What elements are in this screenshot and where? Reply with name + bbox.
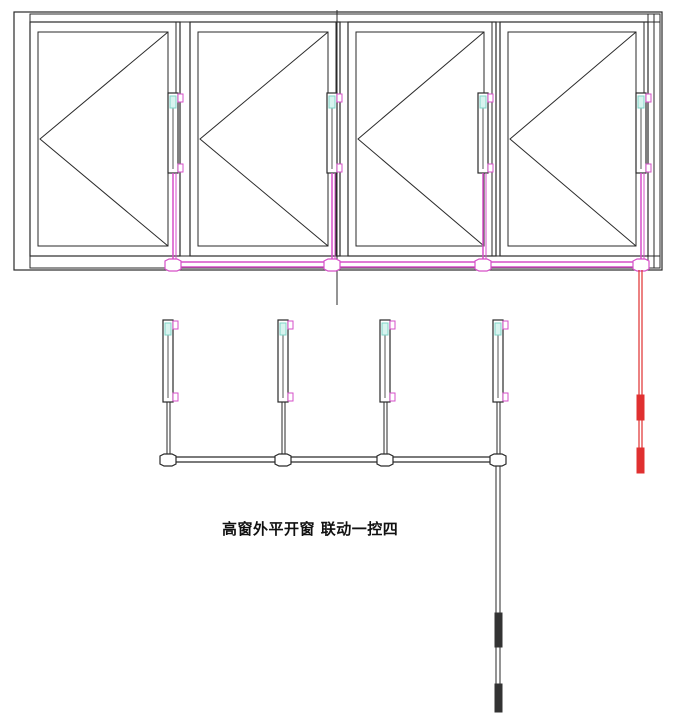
- actuator-head: [164, 322, 172, 336]
- sash-glass: [507, 31, 637, 247]
- window-sashes: [29, 21, 649, 257]
- sash-outer: [29, 21, 181, 257]
- actuator-bracket-top: [487, 93, 494, 103]
- actuator-bracket-top: [177, 93, 184, 103]
- actuator-bracket-bottom: [645, 163, 652, 173]
- manual-control-rod: [636, 270, 645, 474]
- detail-control-handle: [494, 683, 503, 713]
- rod-connector: [164, 258, 182, 272]
- actuator-head: [381, 322, 389, 336]
- actuator-bracket-top: [645, 93, 652, 103]
- control-handle: [636, 447, 645, 474]
- sash-glass: [355, 31, 485, 247]
- rod-connector: [376, 453, 394, 467]
- actuator-bracket-bottom: [502, 392, 509, 402]
- rod-connector: [323, 258, 341, 272]
- rod-connector: [474, 258, 492, 272]
- opening-direction-mark: [509, 31, 637, 247]
- sash-glass: [197, 31, 329, 247]
- frame-inner: [29, 13, 661, 269]
- actuator-bracket-top: [336, 93, 343, 103]
- opening-direction-mark: [357, 31, 485, 247]
- rod-connector: [489, 453, 507, 467]
- actuator-head: [637, 95, 645, 109]
- actuator-head: [494, 322, 502, 336]
- sash-outer: [347, 21, 497, 257]
- actuator-head: [169, 95, 177, 109]
- actuator-bracket-top: [389, 320, 396, 330]
- actuator-bracket-top: [287, 320, 294, 330]
- actuator-bracket-top: [502, 320, 509, 330]
- opening-direction-mark: [39, 31, 169, 247]
- control-rod-grip: [636, 394, 645, 421]
- actuator-bracket-top: [172, 320, 179, 330]
- actuator-head: [328, 95, 336, 109]
- actuator-bracket-bottom: [172, 392, 179, 402]
- actuator-bracket-bottom: [389, 392, 396, 402]
- actuator-head: [279, 322, 287, 336]
- linkage-detail: [159, 319, 509, 713]
- sash-outer: [189, 21, 341, 257]
- diagram-caption: 高窗外平开窗 联动一控四: [222, 520, 399, 538]
- sash-outer: [499, 21, 649, 257]
- actuator-bracket-bottom: [287, 392, 294, 402]
- actuator-bracket-bottom: [487, 163, 494, 173]
- rod-connector: [159, 453, 177, 467]
- frame-outer: [13, 11, 663, 271]
- actuator-head: [479, 95, 487, 109]
- rod-connector: [632, 258, 650, 272]
- installed-linkage: [164, 92, 652, 272]
- actuator-bracket-bottom: [177, 163, 184, 173]
- rod-connector: [274, 453, 292, 467]
- actuator-bracket-bottom: [336, 163, 343, 173]
- opening-direction-mark: [199, 31, 329, 247]
- sash-glass: [37, 31, 169, 247]
- detail-control-grip: [494, 612, 503, 648]
